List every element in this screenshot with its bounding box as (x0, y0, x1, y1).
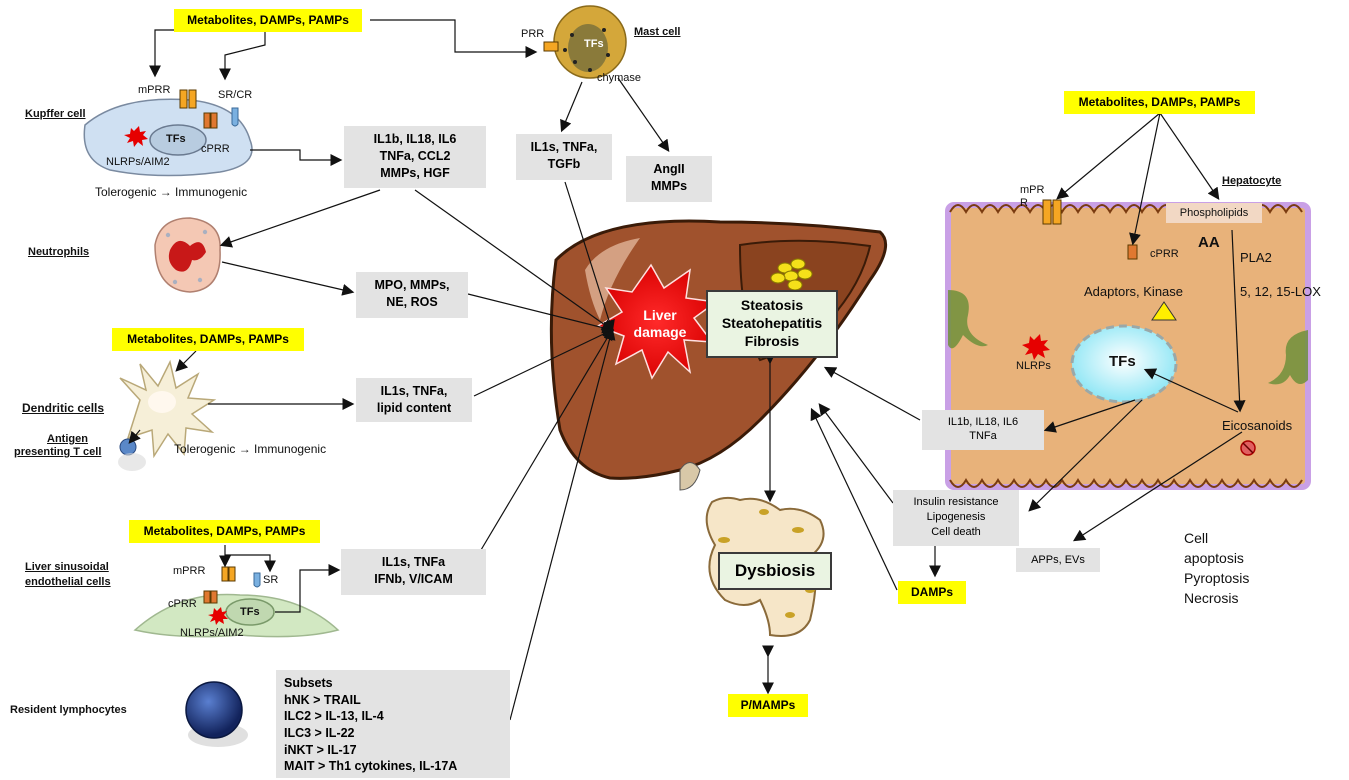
mast-prr-label: PRR (521, 28, 545, 40)
antigen-title-2: presenting T cell (14, 446, 102, 458)
eicosanoids-label: Eicosanoids (1222, 418, 1293, 433)
damps-box: DAMPs (898, 581, 966, 604)
lsec-cprr-label: cPRR (168, 598, 197, 610)
dendritic-output-box: IL1s, TNFa, lipid content (356, 378, 472, 422)
stimuli-box-hepatocyte: Metabolites, DAMPs, PAMPs (1064, 91, 1255, 114)
mast-output-box-2: AngII MMPs (626, 156, 712, 202)
phospholipids-label: Phospholipids (1166, 203, 1262, 223)
lymphocyte-shape (185, 681, 248, 747)
lsec-cell-shape (133, 566, 340, 638)
kupffer-tfs-label: TFs (166, 133, 186, 145)
lsec-mprr-label: mPRR (173, 565, 206, 577)
cell-death-list: Cell apoptosis Pyroptosis Necrosis (1184, 530, 1250, 606)
adaptors-label: Adaptors, Kinase (1084, 284, 1184, 299)
hepatocyte-tfs-label: TFs (1109, 353, 1136, 370)
apps-evs-box: APPs, EVs (1016, 548, 1100, 572)
hepatocyte-cprr-label: cPRR (1150, 248, 1179, 260)
hepatocyte-title: Hepatocyte (1222, 175, 1282, 187)
lsec-sr-label: SR (263, 574, 279, 586)
kupffer-output-box: IL1b, IL18, IL6 TNFa, CCL2 MMPs, HGF (344, 126, 486, 188)
stimuli-box-dendritic: Metabolites, DAMPs, PAMPs (112, 328, 304, 351)
lsec-title-2: endothelial cells (25, 576, 111, 588)
metabolic-effects-box: Insulin resistance Lipogenesis Cell deat… (893, 490, 1019, 546)
connector-arrows (128, 19, 1246, 721)
kupffer-srcr-label: SR/CR (218, 89, 253, 101)
liver-damage-star (596, 263, 718, 380)
kupffer-state: Tolerogenic → Immunogenic (95, 185, 248, 199)
dendritic-cell-shape (118, 359, 217, 471)
lsec-title-1: Liver sinusoidal (25, 561, 109, 573)
lymphocyte-subsets-box: Subsets hNK > TRAIL ILC2 > IL-13, IL-4 I… (276, 670, 510, 778)
neutrophils-title: Neutrophils (28, 246, 90, 258)
pla2-label: PLA2 (1240, 250, 1272, 265)
stimuli-box-lsec: Metabolites, DAMPs, PAMPs (129, 520, 320, 543)
kupffer-cprr-label: cPRR (201, 143, 230, 155)
hepatocyte-nlrp-icon (1022, 334, 1050, 360)
mast-chymase-label: chymase (597, 72, 642, 84)
dysbiosis-box: Dysbiosis (718, 552, 832, 590)
antigen-title-1: Antigen (47, 433, 88, 445)
neutrophils-output-box: MPO, MMPs, NE, ROS (356, 272, 468, 318)
kupffer-title: Kupffer cell (25, 108, 86, 120)
lymphocytes-title: Resident lymphocytes (10, 704, 127, 716)
liver-conditions-box: Steatosis Steatohepatitis Fibrosis (706, 290, 838, 358)
fat-droplets (770, 258, 813, 291)
mast-tfs-label: TFs (584, 38, 604, 50)
neutrophil-shape (154, 217, 221, 293)
hepatocyte-mpr-label: mPR R (1020, 184, 1045, 210)
liver-damage-label: Liver damage (633, 307, 687, 340)
pmamps-box: P/MAMPs (728, 694, 808, 717)
kupffer-cell-shape (83, 89, 253, 177)
hepatocyte-nlrps-label: NLRPs (1016, 360, 1051, 372)
kupffer-mprr-label: mPRR (138, 84, 171, 96)
hepatocyte-output-box: IL1b, IL18, IL6 TNFa (922, 410, 1044, 450)
mast-output-box-1: IL1s, TNFa, TGFb (516, 134, 612, 180)
dendritic-title: Dendritic cells (22, 401, 105, 415)
hepatocyte-cprr-icon (1127, 244, 1138, 260)
dendritic-state: Tolerogenic → Immunogenic (174, 442, 327, 456)
lsec-tfs-label: TFs (240, 606, 260, 618)
mast-title: Mast cell (634, 26, 681, 38)
lsec-nlrps-label: NLRPs/AIM2 (180, 627, 244, 639)
lsec-output-box: IL1s, TNFa IFNb, V/ICAM (341, 549, 486, 595)
aa-label: AA (1198, 234, 1220, 251)
mast-cell-shape (543, 5, 627, 79)
stimuli-box-kupffer: Metabolites, DAMPs, PAMPs (174, 9, 362, 32)
kupffer-nlrps-label: NLRPs/AIM2 (106, 156, 170, 168)
lox-label: 5, 12, 15-LOX (1240, 284, 1321, 299)
